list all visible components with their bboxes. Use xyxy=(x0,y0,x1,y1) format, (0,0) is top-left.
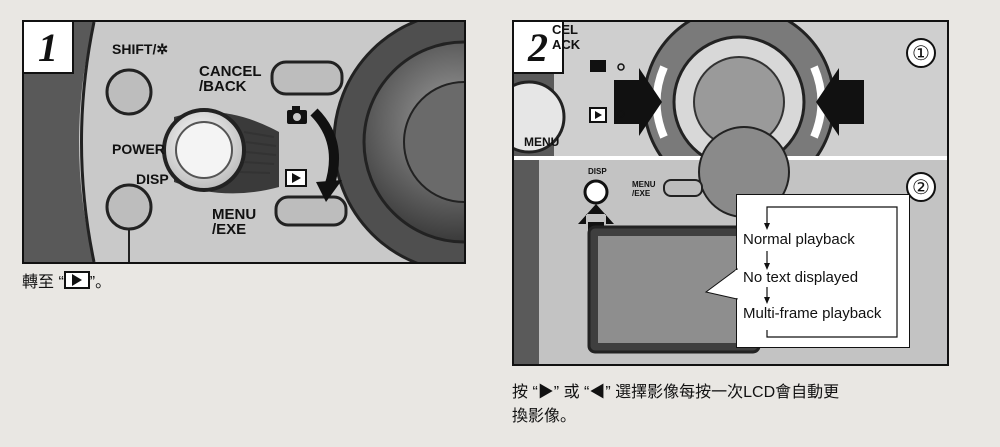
sub-step-2: ② xyxy=(906,172,936,202)
step1-illustration: 1 xyxy=(22,20,466,264)
display-mode-callout: Normal playback No text displayed Multi-… xyxy=(736,194,910,348)
callout-pointer xyxy=(704,268,739,300)
step1-number: 1 xyxy=(24,22,74,74)
menu-exe-label: MENU /EXE xyxy=(212,206,257,238)
right-arrow-icon: ▶ xyxy=(537,384,554,401)
step2-caption-line1: 按 “▶” 或 “◀” 選擇影像每按一次LCD會自動更 xyxy=(512,384,840,401)
step2-caption-line2: 換影像。 xyxy=(512,408,577,425)
left-arrow-icon: ◀ xyxy=(589,384,606,401)
playback-icon xyxy=(63,271,90,289)
camera-back-illustration-2 xyxy=(514,22,947,364)
step1-caption: 轉至 “”。 xyxy=(22,268,111,292)
sun-icon: ✲ xyxy=(156,41,169,57)
menu-label: MENU xyxy=(524,135,560,149)
disp-label: DISP xyxy=(136,171,169,187)
disp-label-2: DISP xyxy=(588,167,607,176)
shift-label: SHIFT/✲ xyxy=(112,41,169,57)
power-label: POWER xyxy=(112,141,165,157)
cancel-back-label: CANCEL /BACK xyxy=(199,63,262,95)
menu-exe-label-2: MENU /EXE xyxy=(632,180,656,198)
mode-normal-playback: Normal playback xyxy=(743,231,855,248)
camera-back-illustration-1 xyxy=(24,22,464,262)
sub-step-1: ① xyxy=(906,38,936,68)
step2-illustration: 2 CEL ACK M xyxy=(512,20,949,366)
mode-multi-frame-playback: Multi-frame playback xyxy=(743,305,882,322)
step2-number: 2 xyxy=(514,22,564,74)
cancel-back-partial-label: CEL ACK xyxy=(552,22,581,52)
mode-cycle-arrows xyxy=(764,206,898,338)
mode-no-text-displayed: No text displayed xyxy=(743,269,859,286)
